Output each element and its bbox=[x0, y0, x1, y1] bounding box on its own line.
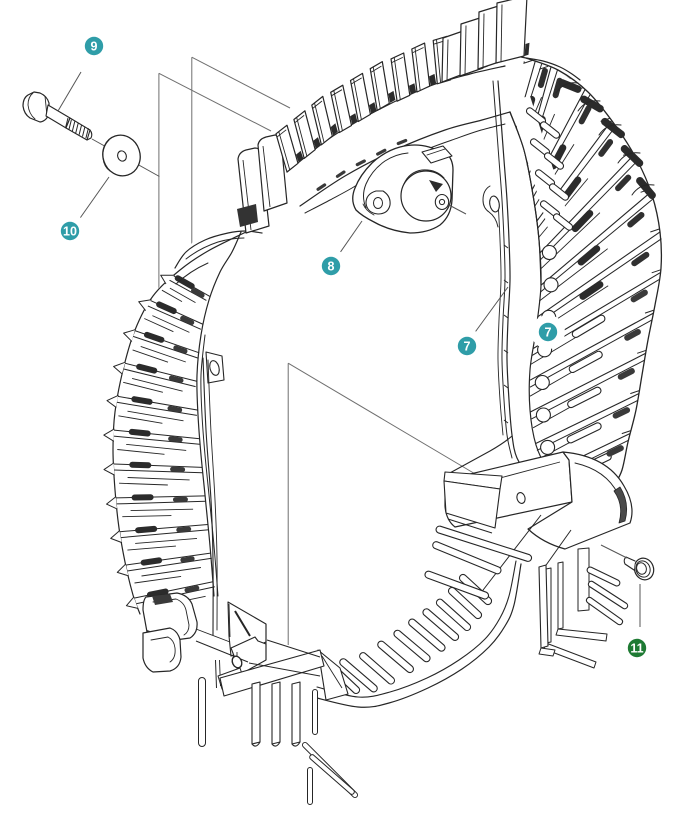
svg-text:8: 8 bbox=[328, 259, 335, 273]
svg-text:11: 11 bbox=[630, 641, 643, 655]
svg-text:7: 7 bbox=[464, 339, 471, 353]
svg-text:10: 10 bbox=[63, 224, 77, 238]
svg-text:9: 9 bbox=[91, 39, 98, 53]
svg-text:7: 7 bbox=[545, 325, 552, 339]
